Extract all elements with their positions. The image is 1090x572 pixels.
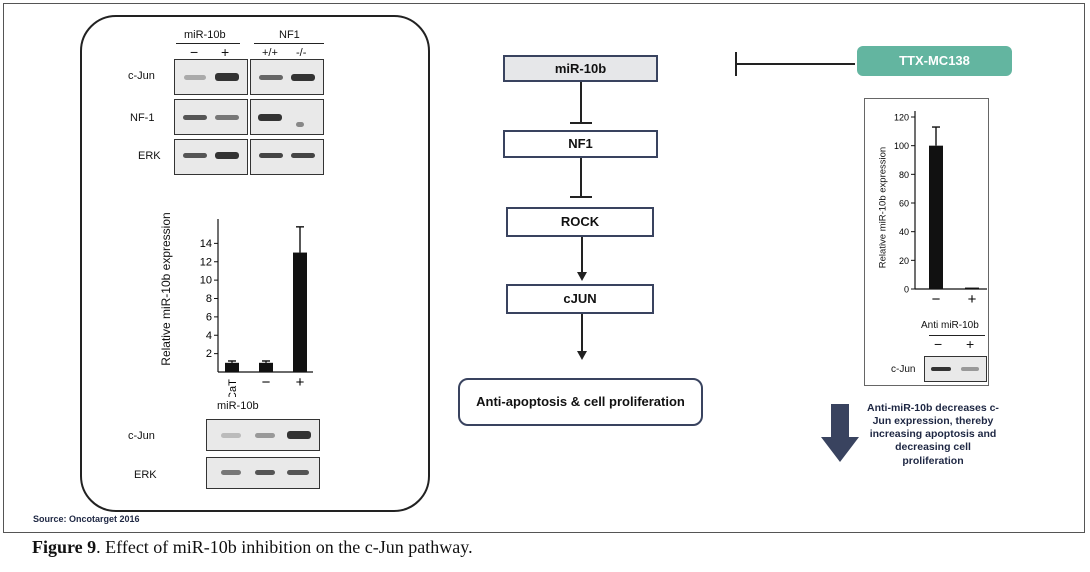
down-arrow-icon	[821, 404, 859, 462]
blot-cjun-nf1	[250, 59, 324, 95]
blot-cjun-mir	[174, 59, 248, 95]
node-nf1: NF1	[503, 130, 658, 158]
caption-text: . Effect of miR-10b inhibition on the c-…	[96, 537, 473, 557]
lane-wt: +/+	[262, 47, 278, 59]
y-tick-label: 60	[899, 199, 909, 209]
bar	[259, 362, 273, 372]
y-tick-label: 40	[899, 227, 909, 237]
right-lane-minus: −	[934, 336, 943, 352]
blot-nf1-mir	[174, 99, 248, 135]
blot-erk-nf1	[250, 139, 324, 175]
x-tick-label: +	[296, 374, 305, 391]
bottom-label-erk: ERK	[134, 469, 157, 481]
x-tick-label: −	[262, 374, 271, 391]
y-tick-label: 4	[206, 330, 212, 342]
node-rock: ROCK	[506, 207, 654, 237]
y-tick-label: 100	[894, 141, 909, 151]
experiment-panel: miR-10b NF1 − + +/+ -/- c-Jun NF-1 ERK 2…	[80, 15, 430, 512]
y-tick-label: 8	[206, 293, 212, 305]
inhibitor-ttx-mc138: TTX-MC138	[857, 46, 1012, 76]
lane-ko: -/-	[296, 47, 307, 59]
x-tick-label: HaCaT	[227, 379, 239, 397]
y-tick-label: 12	[200, 256, 212, 268]
bottom-label-cjun: c-Jun	[128, 430, 155, 442]
caption-label: Figure 9	[32, 537, 97, 557]
x-tick-label: −	[932, 291, 941, 308]
anti-mir-panel: 0 20 40 60 80 100 120 − + Relative miR-10b expre…	[864, 98, 989, 386]
bar	[225, 362, 239, 372]
bar	[965, 287, 979, 290]
figure-caption: Figure 9. Effect of miR-10b inhibition o…	[32, 537, 473, 558]
conclusion-note: Anti-miR-10b decreases c-Jun expression,…	[867, 402, 999, 467]
anti-mir-label: Anti miR-10b	[921, 320, 979, 331]
right-lane-plus: +	[966, 336, 975, 352]
bottom-blot-erk	[206, 457, 320, 489]
blot-label-erk: ERK	[138, 150, 161, 162]
chart-right-ylabel: Relative miR-10b expression	[877, 146, 889, 269]
source-note: Source: Oncotarget 2016	[33, 514, 140, 524]
y-tick-label: 14	[200, 238, 212, 250]
node-mir10b: miR-10b	[503, 55, 658, 82]
bottom-blot-cjun	[206, 419, 320, 451]
node-outcome: Anti-apoptosis & cell proliferation	[458, 378, 703, 426]
figure-frame	[3, 3, 1085, 533]
lane-plus: +	[221, 44, 230, 60]
node-cjun: cJUN	[506, 284, 654, 314]
y-tick-label: 0	[904, 285, 909, 295]
chart-left-ylabel: Relative miR-10b expression	[159, 212, 173, 366]
y-tick-label: 2	[206, 348, 212, 360]
blot-label-cjun: c-Jun	[128, 70, 155, 82]
y-tick-label: 20	[899, 256, 909, 266]
bar	[293, 252, 307, 372]
y-tick-label: 6	[206, 311, 212, 323]
y-tick-label: 120	[894, 113, 909, 123]
y-tick-label: 80	[899, 170, 909, 180]
group-label: miR-10b	[217, 400, 259, 412]
mir-header: miR-10b	[184, 29, 226, 41]
blot-erk-mir	[174, 139, 248, 175]
chart-right: 0 20 40 60 80 100 120 − +	[894, 111, 987, 308]
bar	[929, 145, 943, 289]
right-blot-cjun	[924, 356, 987, 382]
right-blot-label: c-Jun	[891, 364, 916, 375]
blot-label-nf1: NF-1	[130, 112, 155, 124]
y-tick-label: 10	[200, 275, 212, 287]
blot-nf1-nf1	[250, 99, 324, 135]
x-tick-label: +	[968, 291, 977, 308]
lane-minus: −	[190, 44, 199, 60]
nf1-header: NF1	[279, 29, 300, 41]
